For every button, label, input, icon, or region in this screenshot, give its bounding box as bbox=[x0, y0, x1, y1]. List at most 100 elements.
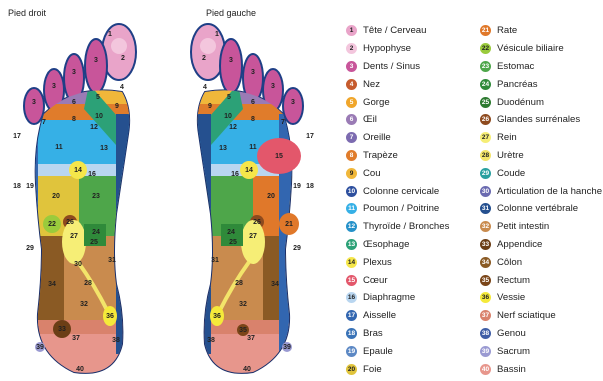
legend-number-badge: 20 bbox=[346, 364, 357, 375]
legend-number-badge: 8 bbox=[346, 150, 357, 161]
svg-text:30: 30 bbox=[74, 261, 82, 268]
svg-text:3: 3 bbox=[32, 99, 36, 106]
legend-number-badge: 12 bbox=[346, 221, 357, 232]
legend-number-badge: 22 bbox=[480, 43, 491, 54]
svg-text:16: 16 bbox=[231, 171, 239, 178]
legend-item: 13Œsophage bbox=[346, 236, 449, 254]
svg-text:8: 8 bbox=[72, 116, 76, 123]
svg-text:26: 26 bbox=[66, 219, 74, 226]
legend-item: 33Appendice bbox=[480, 236, 602, 254]
legend-label: Poumon / Poitrine bbox=[363, 203, 439, 214]
svg-text:6: 6 bbox=[72, 99, 76, 106]
legend-item: 10Colonne cervicale bbox=[346, 182, 449, 200]
legend-item: 21Rate bbox=[480, 22, 602, 40]
legend-item: 2Hypophyse bbox=[346, 40, 449, 58]
svg-text:14: 14 bbox=[74, 167, 82, 174]
legend-item: 27 Rein bbox=[480, 129, 602, 147]
legend-label: Colonne vertébrale bbox=[497, 203, 578, 214]
legend-number-badge: 31 bbox=[480, 203, 491, 214]
svg-text:8: 8 bbox=[251, 116, 255, 123]
svg-text:24: 24 bbox=[227, 229, 235, 236]
legend-label: Pancréas bbox=[497, 79, 538, 90]
svg-text:12: 12 bbox=[90, 124, 98, 131]
legend-number-badge: 15 bbox=[346, 275, 357, 286]
svg-text:36: 36 bbox=[213, 313, 221, 320]
legend-item: 25Duodénum bbox=[480, 93, 602, 111]
svg-text:18: 18 bbox=[306, 183, 314, 190]
svg-text:2: 2 bbox=[202, 55, 206, 62]
legend-item: 22 Vésicule biliaire bbox=[480, 40, 602, 58]
svg-text:1: 1 bbox=[215, 31, 219, 38]
svg-text:38: 38 bbox=[207, 337, 215, 344]
svg-text:16: 16 bbox=[88, 171, 96, 178]
legend-number-badge: 28 bbox=[480, 150, 491, 161]
legend-label: Glandes surrénales bbox=[497, 114, 580, 125]
legend-number-badge: 17 bbox=[346, 310, 357, 321]
legend-item: 34 Côlon bbox=[480, 253, 602, 271]
legend-number-badge: 5 bbox=[346, 97, 357, 108]
legend-item: 31 Colonne vertébrale bbox=[480, 200, 602, 218]
legend-label: Aisselle bbox=[363, 310, 396, 321]
legend-label: Articulation de la hanche bbox=[497, 186, 602, 197]
svg-text:27: 27 bbox=[70, 233, 78, 240]
legend-item: 1Tête / Cerveau bbox=[346, 22, 449, 40]
legend-number-badge: 26 bbox=[480, 114, 491, 125]
svg-text:13: 13 bbox=[100, 145, 108, 152]
legend-item: 38Genou bbox=[480, 325, 602, 343]
legend-label: Vésicule biliaire bbox=[497, 43, 564, 54]
legend-item: 23Estomac bbox=[480, 58, 602, 76]
legend-item: 32Petit intestin bbox=[480, 218, 602, 236]
legend-label: Bras bbox=[363, 328, 383, 339]
legend-item: 39Sacrum bbox=[480, 342, 602, 360]
svg-text:17: 17 bbox=[13, 133, 21, 140]
legend-item: 19Epaule bbox=[346, 342, 449, 360]
legend-number-badge: 30 bbox=[480, 186, 491, 197]
svg-text:31: 31 bbox=[211, 257, 219, 264]
svg-text:3: 3 bbox=[251, 69, 255, 76]
legend-number-badge: 37 bbox=[480, 310, 491, 321]
legend-number-badge: 32 bbox=[480, 221, 491, 232]
svg-text:3: 3 bbox=[229, 57, 233, 64]
legend-item: 40Bassin bbox=[480, 360, 602, 378]
svg-text:39: 39 bbox=[283, 344, 291, 351]
legend-label: Oreille bbox=[363, 132, 391, 143]
svg-text:1: 1 bbox=[108, 31, 112, 38]
svg-text:10: 10 bbox=[95, 113, 103, 120]
legend-number-badge: 36 bbox=[480, 292, 491, 303]
svg-text:10: 10 bbox=[224, 113, 232, 120]
legend-number-badge: 34 bbox=[480, 257, 491, 268]
legend-label: Foie bbox=[363, 364, 382, 375]
legend-number-badge: 9 bbox=[346, 168, 357, 179]
legend-label: Coude bbox=[497, 168, 525, 179]
svg-text:38: 38 bbox=[112, 337, 120, 344]
legend-label: Trapèze bbox=[363, 150, 398, 161]
svg-text:32: 32 bbox=[239, 301, 247, 308]
legend-number-badge: 39 bbox=[480, 346, 491, 357]
svg-text:20: 20 bbox=[52, 193, 60, 200]
legend-label: Vessie bbox=[497, 292, 525, 303]
legend-number-badge: 19 bbox=[346, 346, 357, 357]
svg-text:12: 12 bbox=[229, 124, 237, 131]
legend-label: Rein bbox=[497, 132, 517, 143]
svg-text:34: 34 bbox=[271, 281, 279, 288]
legend-number-badge: 38 bbox=[480, 328, 491, 339]
svg-text:40: 40 bbox=[243, 366, 251, 373]
svg-text:21: 21 bbox=[285, 221, 293, 228]
svg-text:24: 24 bbox=[92, 229, 100, 236]
legend-item: 15Cœur bbox=[346, 271, 449, 289]
legend-item: 37Nerf sciatique bbox=[480, 307, 602, 325]
svg-text:3: 3 bbox=[271, 83, 275, 90]
legend-label: Thyroïde / Bronches bbox=[363, 221, 449, 232]
legend-item: 16Diaphragme bbox=[346, 289, 449, 307]
svg-text:28: 28 bbox=[235, 280, 243, 287]
legend-column-2: 21Rate22Vésicule biliaire23Estomac24Panc… bbox=[480, 22, 602, 378]
legend-label: Rectum bbox=[497, 275, 530, 286]
legend-number-badge: 2 bbox=[346, 43, 357, 54]
legend-label: Côlon bbox=[497, 257, 522, 268]
legend-number-badge: 27 bbox=[480, 132, 491, 143]
legend-item: 4Nez bbox=[346, 75, 449, 93]
